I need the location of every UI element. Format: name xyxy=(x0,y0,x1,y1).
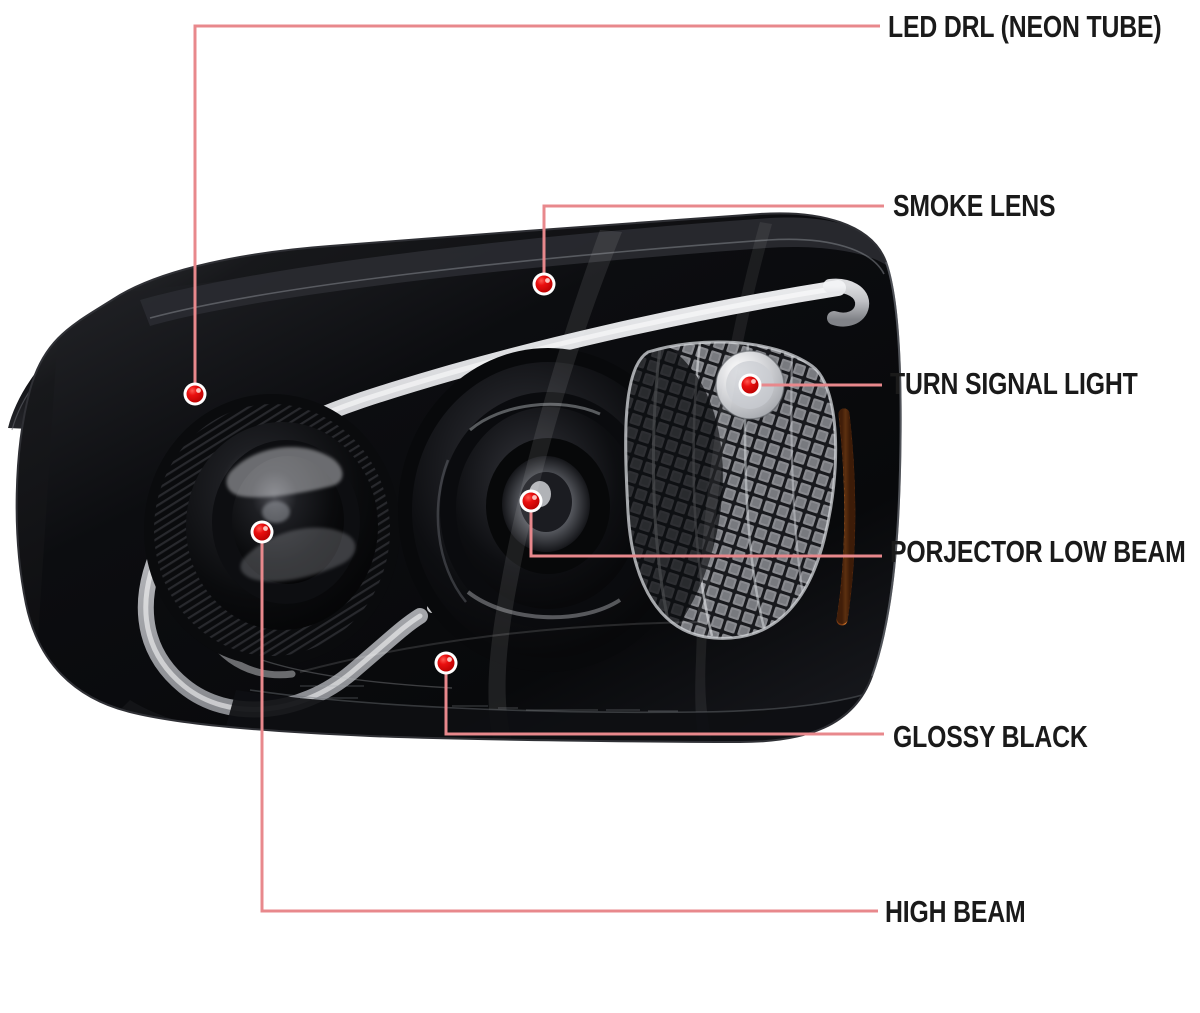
callout-label-turn-signal-light: TURN SIGNAL LIGHT xyxy=(890,366,1138,401)
callout-label-led-drl: LED DRL (NEON TUBE) xyxy=(888,9,1162,44)
headlight-housing xyxy=(8,212,902,744)
leader-line-high-beam xyxy=(260,532,878,913)
callout-dot-smoke-lens xyxy=(532,272,556,296)
leader-line-glossy-black xyxy=(444,663,884,736)
leader-line-smoke-lens xyxy=(542,204,884,284)
callout-label-smoke-lens: SMOKE LENS xyxy=(893,188,1056,223)
callout-dot-high-beam xyxy=(250,520,274,544)
callout-label-glossy-black: GLOSSY BLACK xyxy=(893,719,1088,754)
callout-dot-led-drl xyxy=(183,382,207,406)
callout-label-porjector-low-beam: PORJECTOR LOW BEAM xyxy=(890,534,1186,569)
leader-line-led-drl xyxy=(193,24,880,394)
callout-dot-porjector-low-beam xyxy=(519,489,543,513)
callout-dots xyxy=(183,272,762,675)
leader-line-porjector-low-beam xyxy=(529,501,882,558)
callout-label-high-beam: HIGH BEAM xyxy=(885,894,1026,929)
callout-dot-turn-signal-light xyxy=(738,373,762,397)
low-beam-projector xyxy=(398,348,698,672)
callout-leader-lines xyxy=(193,24,884,913)
turn-signal-cluster xyxy=(624,340,856,640)
callout-dot-glossy-black xyxy=(434,651,458,675)
